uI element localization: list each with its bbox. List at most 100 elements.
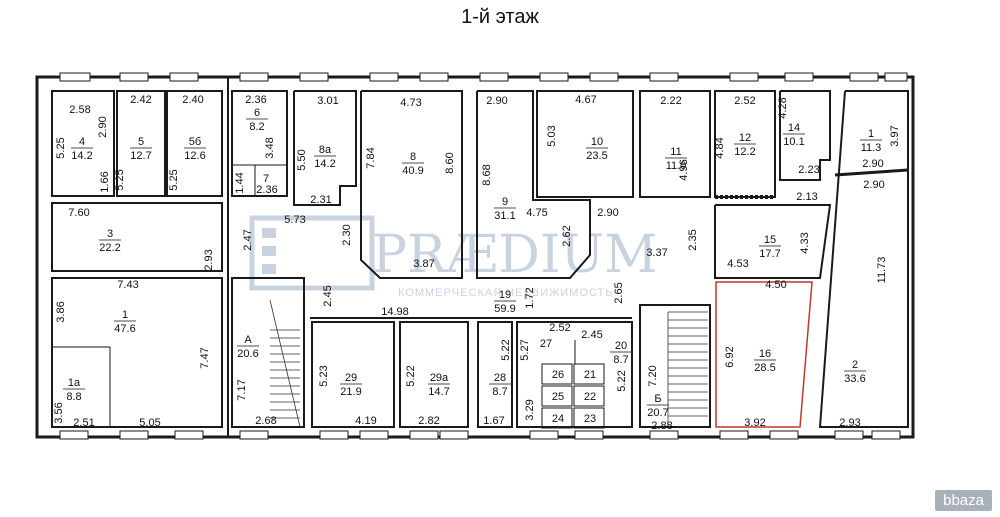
dimension-label: 3.48 (264, 137, 276, 158)
dimension-label: 7.43 (117, 279, 138, 291)
windows (59, 72, 908, 440)
dimension-label: 5.05 (139, 417, 160, 429)
dimension-label: 4.33 (799, 232, 811, 253)
dimension-label: 5.25 (168, 169, 180, 190)
room-area: 31.1 (494, 210, 515, 222)
dimension-label: 2.40 (182, 94, 203, 106)
dimension-label: 2.82 (418, 415, 439, 427)
room-area: 8.7 (492, 386, 507, 398)
stairs (269, 299, 708, 428)
dimension-label: 7.84 (365, 147, 377, 168)
watermark-tagline: КОММЕРЧЕСКАЯ НЕДВИЖИМОСТЬ (398, 287, 613, 299)
room-area: 8.2 (249, 121, 264, 133)
dimension-label: 1.44 (234, 172, 246, 193)
dimension-label: 4.84 (714, 137, 726, 158)
room-label-r1top: 111.3 (860, 128, 882, 154)
dimension-label: 5.27 (519, 339, 531, 360)
room-label-r8: 840.9 (402, 151, 424, 177)
room-area: 21.9 (340, 386, 361, 398)
dimension-label: 3.56 (53, 402, 65, 423)
room-label-r3: 322.2 (99, 228, 121, 254)
room-area: 23.5 (586, 150, 607, 162)
room-label-r29: 29 21.9 (340, 372, 362, 398)
dimension-label: 5.22 (500, 339, 512, 360)
room-area: 11.3 (861, 142, 882, 154)
room-area: 14.2 (71, 150, 92, 162)
dimension-label: 2.58 (69, 104, 90, 116)
room-label-rB: Б20.7 (647, 393, 669, 419)
dimension-label: 4.28 (777, 97, 789, 118)
room-area: 17.7 (759, 248, 780, 260)
room-area: 11.0 (666, 160, 687, 172)
room-area: 14.2 (314, 158, 335, 170)
room-area: 59.9 (494, 303, 515, 315)
room-number: 7 (263, 173, 269, 185)
room-label-r1: 147.6 (114, 309, 136, 335)
dimension-label: 7.47 (199, 347, 211, 368)
room-label-r5: 512.7 (130, 136, 152, 162)
dimension-label: 1.67 (483, 415, 504, 427)
room-area: 28.5 (754, 362, 775, 374)
room-label-r4: 414.2 (71, 136, 93, 162)
dimension-label: 2.90 (97, 116, 109, 137)
dimension-label: 5.25 (114, 169, 126, 190)
room-number: 2 (852, 359, 858, 371)
dimension-label: 4.50 (765, 279, 786, 291)
dimension-label: 2.68 (255, 415, 276, 427)
room-number: 1 (122, 309, 128, 321)
dimension-label: 2.52 (549, 322, 570, 334)
room-label-r7: 7 (263, 173, 269, 185)
room-area: 10.1 (783, 136, 804, 148)
dimension-label: 2.62 (561, 225, 573, 246)
room-area: 20.7 (647, 407, 668, 419)
dimension-label: 2.23 (798, 164, 819, 176)
room-label-r6: 68.2 (246, 107, 268, 133)
dimension-label: 2.36 (245, 94, 266, 106)
room-label-r28: 288.7 (489, 372, 511, 398)
room-number: 5б (189, 136, 201, 148)
small-room-number: 22 (584, 391, 596, 403)
dimension-label: 5.73 (284, 214, 305, 226)
dimension-label: 6.92 (724, 346, 736, 367)
room-label-r15: 15 17.7 (759, 234, 781, 260)
dimension-label: 2.90 (862, 158, 883, 170)
room-number: 11 (670, 146, 681, 158)
dimension-label: 3.92 (744, 417, 765, 429)
bbaza-logo: bbaza (935, 490, 992, 511)
room-area: 40.9 (402, 165, 423, 177)
dimension-label: 3.01 (317, 95, 338, 107)
dimension-label: 5.50 (296, 149, 308, 170)
dimension-label: 2.90 (597, 207, 618, 219)
room-label-r20: 208.7 (610, 340, 632, 366)
watermark-brand: PRÆDIUM (372, 225, 658, 285)
dimension-label: 8.60 (444, 152, 456, 173)
dimension-label: 5.03 (546, 125, 558, 146)
dimension-label: 2.42 (130, 94, 151, 106)
dimension-label: 2.22 (660, 95, 681, 107)
dimension-label: 3.87 (413, 258, 434, 270)
dimension-label: 2.30 (341, 224, 353, 245)
room-number: А (244, 334, 252, 346)
outer-walls (35, 75, 915, 439)
small-room-number: 25 (552, 391, 564, 403)
room-number: 29 (345, 372, 357, 384)
floor-title: 1-й этаж (461, 6, 539, 28)
small-room-number: 26 (552, 369, 564, 381)
dimension-label: 3.29 (524, 399, 536, 420)
dimension-label: 2.31 (310, 194, 331, 206)
dimension-label: 5.23 (318, 365, 330, 386)
dimension-label: 3.37 (646, 247, 667, 259)
dimension-label: 2.90 (863, 179, 884, 191)
room-number: 1а (68, 377, 81, 389)
room-number: 29а (430, 372, 449, 384)
room-number: 15 (764, 234, 776, 246)
room-number: 4 (79, 136, 85, 148)
dimension-label: 2.90 (486, 95, 507, 107)
dimension-label: 2.52 (734, 95, 755, 107)
small-room-number: 23 (584, 413, 596, 425)
room-area: 12.6 (184, 150, 205, 162)
